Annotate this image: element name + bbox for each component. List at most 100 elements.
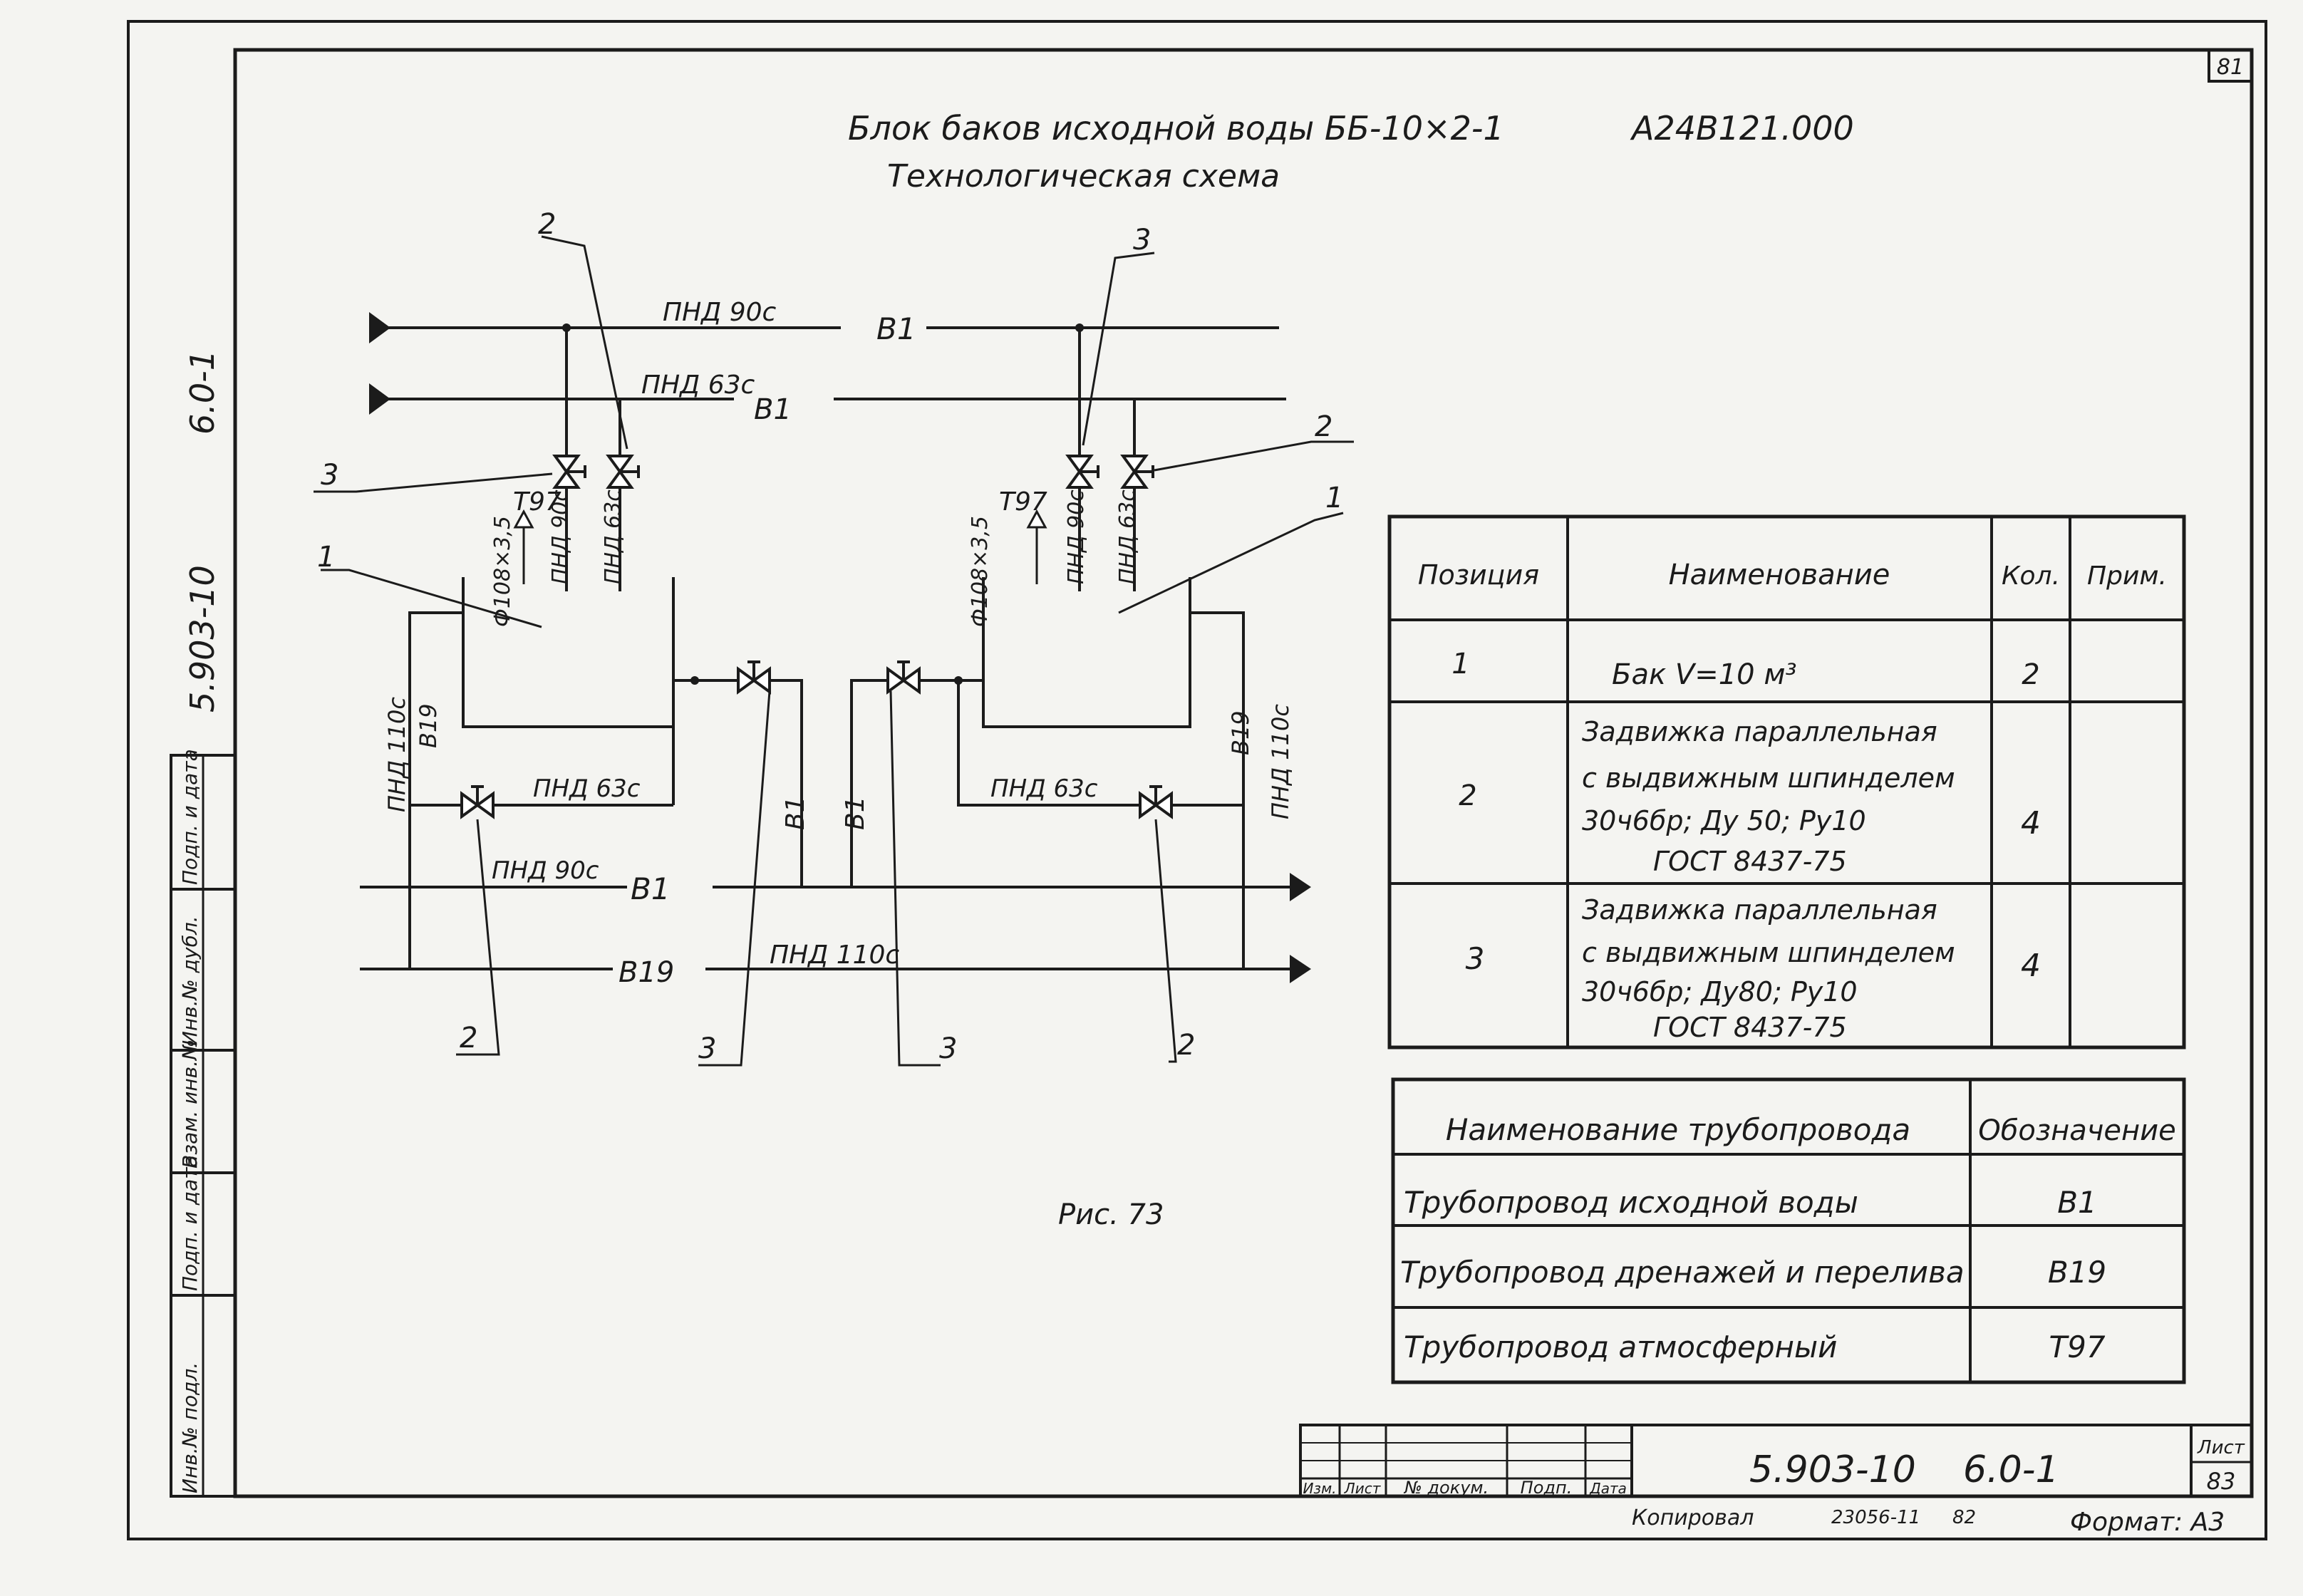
svg-text:Задвижка параллельная: Задвижка параллельная: [1582, 894, 1937, 926]
svg-text:с выдвижным шпинделем: с выдвижным шпинделем: [1582, 762, 1955, 794]
tb-col-doc: № докум.: [1403, 1478, 1489, 1498]
svg-text:В19: В19: [2048, 1255, 2106, 1290]
label-b19-vert-right: В19: [1227, 710, 1254, 755]
tb-col-date: Дата: [1589, 1480, 1627, 1497]
spec-header-qty: Кол.: [2002, 561, 2060, 591]
callout-3-bottom-right: 3: [939, 1032, 957, 1065]
svg-text:ГОСТ 8437-75: ГОСТ 8437-75: [1653, 846, 1847, 877]
svg-text:Т97: Т97: [2049, 1330, 2105, 1364]
callout-2-bottom-right: 2: [1177, 1029, 1195, 1062]
side-code-2: 6.0-1: [183, 350, 222, 435]
label-pnd63-low-left: ПНД 63с: [533, 774, 641, 803]
svg-text:4: 4: [2021, 948, 2041, 984]
callout-3-left: 3: [321, 459, 338, 492]
valve-right-drain: [1139, 785, 1173, 818]
table-row: 1 Бак V=10 м³ 2: [1451, 648, 2039, 691]
tb-sheet-number: 83: [2207, 1468, 2236, 1495]
label-b1-top: В1: [876, 311, 916, 346]
side-code-1: 5.903-10: [183, 565, 222, 712]
table-row: 3 Задвижка параллельная с выдвижным шпин…: [1466, 894, 2041, 1043]
callout-3-bottom-left: 3: [698, 1032, 716, 1065]
tb-col-podp: Подп.: [1521, 1478, 1573, 1498]
label-b19-low: В19: [619, 956, 674, 989]
valve-mid-right: [886, 660, 921, 693]
label-b1-low: В1: [631, 871, 671, 906]
table-row: 2 Задвижка параллельная с выдвижным шпин…: [1459, 716, 2041, 877]
valve-left-b1: [554, 455, 586, 489]
pipe-header-code: Обозначение: [1978, 1114, 2176, 1147]
callout-1-right: 1: [1325, 482, 1343, 514]
tb-doc-code: 5.903-10: [1749, 1449, 1916, 1491]
label-pnd90-top: ПНД 90с: [663, 298, 777, 327]
schematic: ПНД 90с В1 ПНД 63с В1 Т97 Ф108×3,5 ПНД 9…: [314, 208, 1354, 1067]
drawing-title: Блок баков исходной воды ББ-10×2-1: [848, 109, 1504, 147]
tb-copied: Копировал: [1632, 1506, 1754, 1530]
label-pnd90-vert-right: ПНД 90с: [1064, 489, 1089, 584]
outer-frame: [127, 20, 2267, 1540]
label-b1-vert-mid-left: В1: [781, 796, 810, 830]
svg-text:30ч6бр; Ду 50; Ру10: 30ч6бр; Ду 50; Ру10: [1582, 805, 1866, 836]
svg-text:В1: В1: [2057, 1185, 2097, 1220]
label-b19-vert-left: В19: [415, 703, 442, 748]
tb-order: 23056-11: [1831, 1507, 1920, 1528]
stamp-podp-1: Подп. и дата: [178, 1155, 202, 1291]
callout-1-left: 1: [317, 541, 335, 574]
svg-text:1: 1: [1451, 648, 1469, 680]
table-row: Трубопровод атмосферный Т97: [1404, 1330, 2106, 1364]
tb-col-list: Лист: [1344, 1480, 1382, 1497]
tb-format: Формат: А3: [2070, 1508, 2225, 1537]
drawing-code: А24В121.000: [1630, 109, 1854, 147]
tb-year: 82: [1952, 1507, 1976, 1528]
svg-text:Трубопровод исходной воды: Трубопровод исходной воды: [1404, 1185, 1858, 1220]
pipe-header-name: Наименование трубопровода: [1446, 1112, 1910, 1147]
label-pnd63-top: ПНД 63с: [641, 370, 755, 400]
label-pnd110-vert-left: ПНД 110с: [383, 697, 410, 812]
tank-right: [982, 577, 1191, 728]
spec-header-pos: Позиция: [1418, 559, 1539, 591]
tb-sheet-code: 6.0-1: [1963, 1449, 2059, 1491]
table-row: Трубопровод дренажей и перелива В19: [1400, 1255, 2106, 1290]
stamp-vzam: Взам. инв.№: [178, 1040, 202, 1168]
valve-left-drain: [460, 785, 495, 818]
svg-text:Трубопровод дренажей и перелив: Трубопровод дренажей и перелива: [1400, 1255, 1965, 1290]
svg-text:Бак V=10 м³: Бак V=10 м³: [1612, 658, 1797, 691]
svg-text:2: 2: [2022, 658, 2039, 691]
label-b1-second: В1: [754, 393, 792, 426]
svg-text:4: 4: [2021, 805, 2041, 841]
label-phi-left: Ф108×3,5: [490, 516, 515, 627]
valve-right-b1: [1067, 455, 1099, 489]
stamp-inv-dubl: Инв.№ дубл.: [178, 916, 202, 1046]
label-pnd110-low: ПНД 110с: [770, 940, 899, 970]
svg-text:30ч6бр; Ду80; Ру10: 30ч6бр; Ду80; Ру10: [1582, 976, 1858, 1007]
valve-left-b63: [607, 455, 640, 489]
svg-text:с выдвижным шпинделем: с выдвижным шпинделем: [1582, 937, 1955, 968]
valve-mid-left: [737, 660, 771, 693]
svg-text:Трубопровод атмосферный: Трубопровод атмосферный: [1404, 1330, 1837, 1364]
label-phi-right: Ф108×3,5: [968, 516, 993, 627]
figure-caption: Рис. 73: [1058, 1198, 1164, 1231]
stamp-inv-podl: Инв.№ подл.: [178, 1362, 202, 1493]
drawing-subtitle: Технологическая схема: [887, 158, 1280, 195]
tb-col-izm: Изм.: [1303, 1480, 1336, 1497]
stamp-podp-2: Подп. и дата: [178, 749, 202, 885]
svg-text:Задвижка параллельная: Задвижка параллельная: [1582, 716, 1937, 747]
title-block: Изм. Лист № докум. Подп. Дата 5.903-10 6…: [1299, 1424, 2253, 1537]
label-pnd63-vert-left: ПНД 63с: [601, 489, 626, 584]
label-pnd90-vert-left: ПНД 90с: [548, 489, 573, 584]
label-b1-vert-mid-right: В1: [841, 796, 870, 830]
spec-table: Позиция Наименование Кол. Прим. 1 Бак V=…: [1387, 514, 2186, 1050]
valve-right-b63: [1122, 455, 1154, 489]
label-pnd90-low: ПНД 90с: [492, 856, 599, 885]
callout-3-top-right: 3: [1133, 224, 1151, 256]
callout-2-right: 2: [1315, 410, 1332, 443]
tank-left: [462, 577, 675, 728]
spec-header-name: Наименование: [1669, 559, 1890, 591]
label-t97-left: Т97: [513, 487, 561, 517]
svg-text:ГОСТ 8437-75: ГОСТ 8437-75: [1653, 1012, 1847, 1043]
tb-sheet-label: Лист: [2197, 1437, 2245, 1458]
svg-text:3: 3: [1466, 941, 1485, 976]
spec-header-note: Прим.: [2087, 561, 2167, 591]
table-row: Трубопровод исходной воды В1: [1404, 1185, 2097, 1220]
svg-text:2: 2: [1459, 779, 1476, 812]
